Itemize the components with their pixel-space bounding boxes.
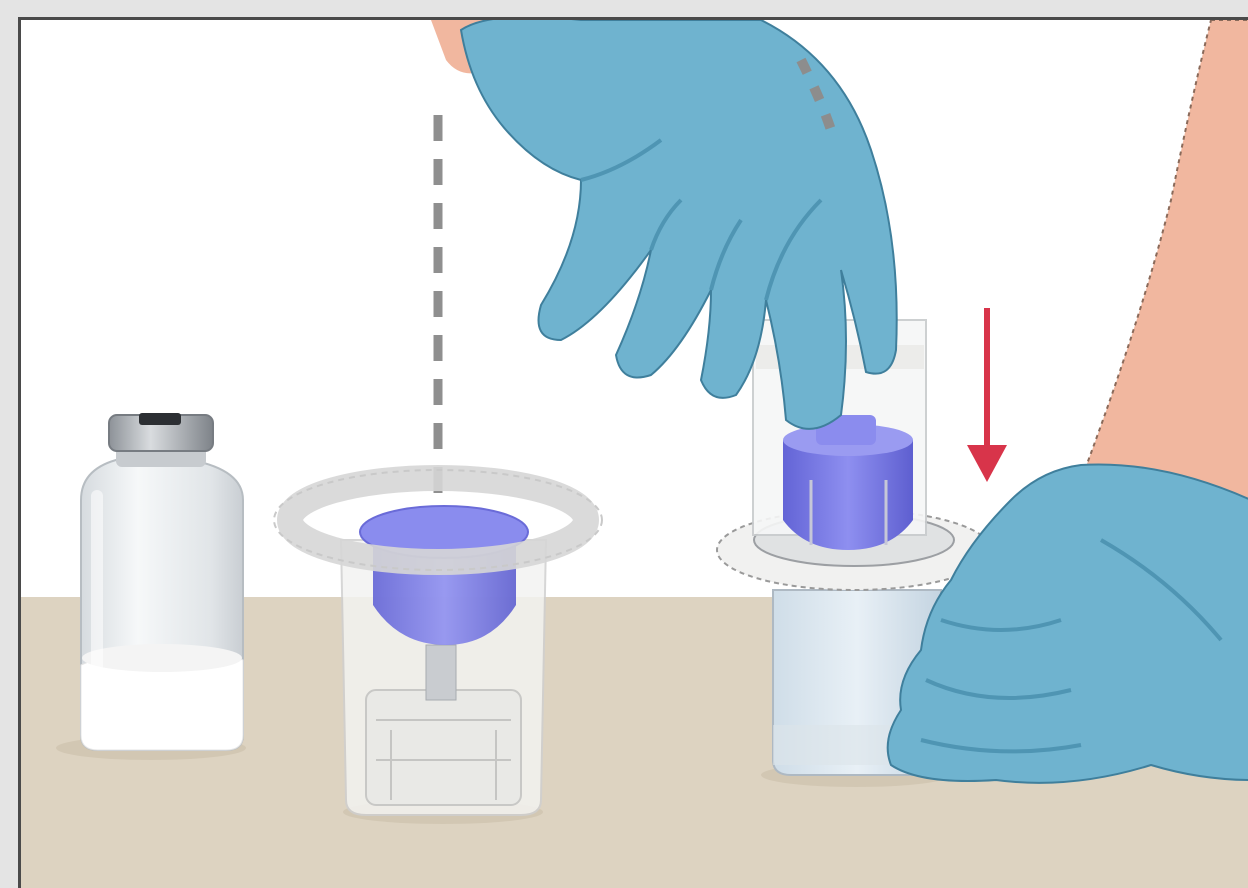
illustration-canvas: [21, 20, 1248, 888]
illustration-frame: [18, 17, 1248, 888]
